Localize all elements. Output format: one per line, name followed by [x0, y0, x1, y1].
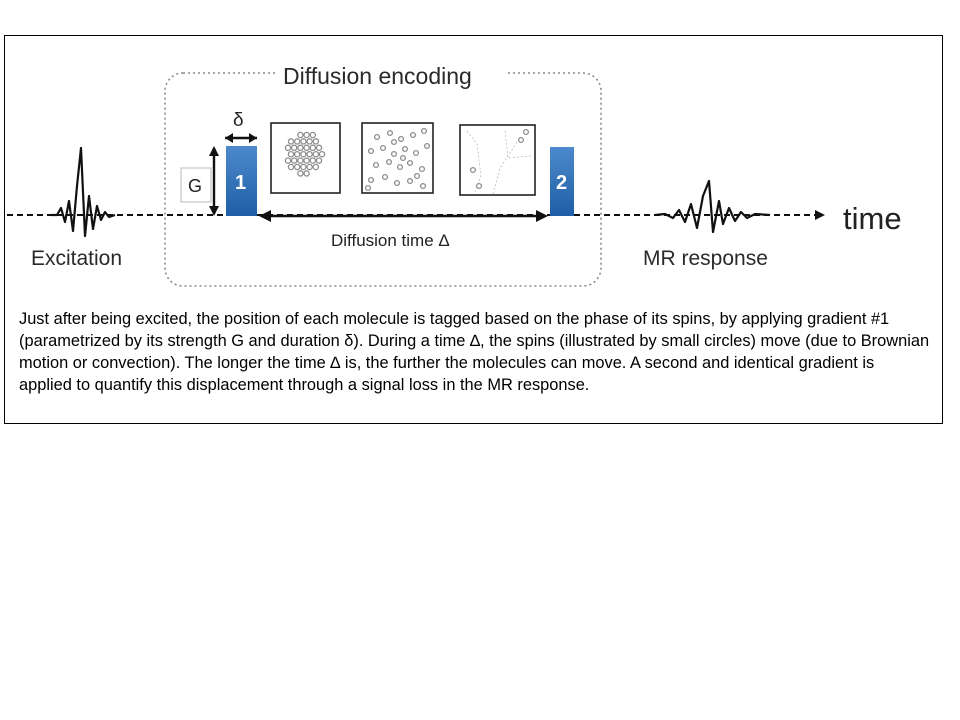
molecule-dot: [315, 157, 323, 164]
molecule-dot: [312, 150, 320, 158]
molecule-dot: [406, 177, 414, 185]
molecule-dot: [379, 144, 387, 152]
molecule-dot: [306, 138, 313, 145]
molecule-dot: [309, 131, 317, 139]
molecule-dot: [396, 163, 404, 171]
molecule-dot: [367, 147, 375, 155]
molecule-dot: [393, 179, 401, 187]
molecule-dot: [475, 182, 483, 190]
molecule-dot: [381, 173, 389, 181]
molecule-dot: [390, 150, 398, 158]
molecule-dot: [287, 150, 295, 158]
molecule-dot: [297, 157, 304, 164]
molecule-dot: [300, 150, 307, 158]
molecule-dot: [312, 138, 320, 145]
figure-panel: Diffusion encoding time Excitation MR re…: [4, 35, 943, 424]
molecule-dot: [318, 150, 326, 158]
molecule-dot: [300, 138, 307, 145]
molecule-dot: [312, 163, 320, 171]
molecule-dot: [287, 163, 295, 171]
encoding-label: Diffusion encoding: [283, 63, 472, 89]
molecule-dot: [297, 131, 304, 139]
molecule-spread: [364, 127, 431, 192]
molecule-dot: [469, 166, 477, 174]
gradient-2-label: 2: [556, 172, 567, 194]
molecule-dot: [364, 184, 372, 192]
molecule-dot: [413, 172, 421, 180]
molecule-dot: [401, 145, 409, 153]
gradient-pulse-2: [550, 147, 574, 216]
molecule-dot: [293, 138, 301, 145]
molecule-dot: [297, 170, 304, 177]
molecule-dot: [306, 150, 313, 158]
g-box: [180, 167, 212, 203]
mr-response-label: MR response: [643, 247, 768, 270]
molecule-dot: [303, 144, 310, 152]
molecule-dot: [412, 149, 420, 157]
molecule-dot: [290, 144, 298, 152]
gradient-pulse-1: [226, 146, 257, 216]
molecule-panel-dispersed: [459, 124, 536, 196]
molecule-dot: [309, 144, 317, 152]
molecule-dot: [420, 127, 428, 135]
excitation-waveform: [51, 146, 116, 238]
molecule-cluster: [284, 131, 326, 177]
molecule-dot: [386, 129, 394, 137]
gradient-1-label: 1: [235, 172, 246, 194]
molecule-dot: [297, 144, 304, 152]
molecule-dot: [373, 133, 381, 141]
molecule-dot: [409, 131, 417, 139]
molecule-dot: [522, 128, 530, 136]
molecule-dot: [517, 136, 525, 144]
molecule-dot: [397, 135, 405, 143]
g-symbol: G: [188, 176, 202, 196]
delta-symbol: δ: [233, 110, 244, 131]
mr-response-waveform: [654, 179, 771, 234]
molecule-dispersed: [469, 128, 530, 190]
caption: Just after being excited, the position o…: [19, 310, 930, 394]
molecule-dot: [303, 170, 310, 177]
molecule-dot: [418, 165, 426, 173]
molecule-dot: [309, 157, 317, 164]
molecule-dot: [293, 163, 301, 171]
molecule-dot: [367, 176, 375, 184]
molecule-dot: [303, 157, 310, 164]
molecule-dot: [284, 157, 292, 164]
molecule-dot: [419, 182, 427, 190]
diffusion-time-label: Diffusion time Δ: [331, 231, 450, 250]
molecule-dot: [390, 138, 398, 146]
molecule-dot: [293, 150, 301, 158]
molecule-dot: [406, 159, 414, 167]
molecule-dot: [290, 157, 298, 164]
molecule-dot: [303, 131, 310, 139]
molecule-dot: [284, 144, 292, 152]
excitation-label: Excitation: [31, 247, 122, 270]
molecule-dot: [385, 158, 393, 166]
time-label: time: [843, 201, 902, 236]
molecule-dot: [372, 161, 380, 169]
molecule-dot: [300, 163, 307, 171]
molecule-dot: [306, 163, 313, 171]
molecule-dot: [423, 142, 431, 150]
diffusion-encoding-diagram: Diffusion encoding time Excitation MR re…: [7, 60, 902, 287]
molecule-dot: [287, 138, 295, 145]
molecule-dot: [315, 144, 323, 152]
molecule-dot: [399, 154, 407, 162]
